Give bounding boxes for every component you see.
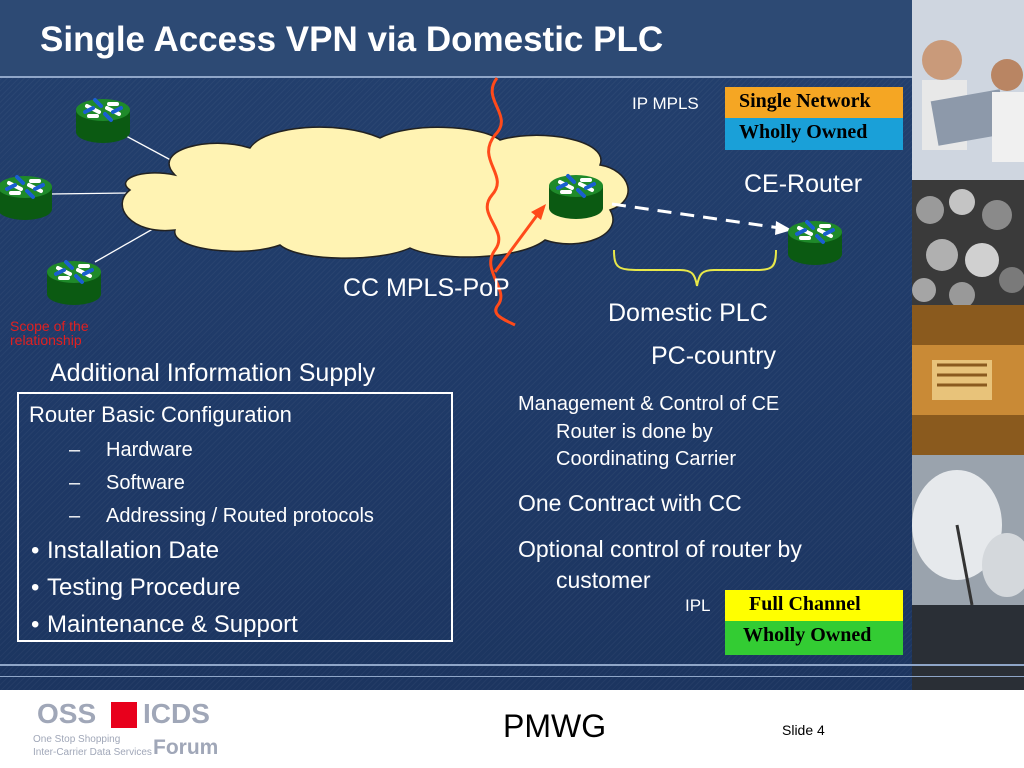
router-icon [45,259,103,307]
dashed-arrow-head [775,221,792,235]
info-heading: Additional Information Supply [50,359,376,387]
logo-forum: Forum [153,736,219,759]
ce-router-label: CE-Router [744,170,863,198]
wholly-owned-bottom-box: Wholly Owned [725,621,903,655]
slide-title: Single Access VPN via Domestic PLC [40,20,664,59]
logo-icds: ICDS [143,698,210,729]
router-icon [547,173,605,221]
oss-icds-logo: OSS ICDS One Stop Shopping Inter-Carrier… [33,698,233,762]
full-channel-box: Full Channel [725,590,903,621]
management-line2: Router is done by [556,421,713,443]
logo-red-square [111,702,137,728]
wholly-owned-top-box: Wholly Owned [725,118,903,150]
ip-mpls-label: IP MPLS [632,94,699,113]
single-network-box: Single Network [725,87,903,118]
management-line3: Coordinating Carrier [556,448,737,470]
bullet-item: Installation Date [47,537,220,564]
info-box: Router Basic Configuration – Hardware – … [17,392,453,642]
title-bar: Single Access VPN via Domestic PLC [0,0,912,78]
slide-number: Slide 4 [782,722,825,738]
domestic-plc-label: Domestic PLC [608,299,768,327]
ip-mpls-cloud [121,126,629,259]
router-icon [786,219,844,267]
bullet-dot: • [31,537,40,564]
ipl-label: IPL [685,596,711,615]
domestic-plc-brace [613,249,777,287]
scope-label: Scope of the relationship [10,318,89,348]
photo-people-laptop [912,0,1024,180]
logo-tagline2: Inter-Carrier Data Services [33,747,152,758]
dash-bullet: – [69,505,81,527]
optional-line2: customer [556,567,651,593]
divider [0,676,1024,677]
photo-connector [912,305,1024,455]
router-icon [0,174,54,222]
footer: OSS ICDS One Stop Shopping Inter-Carrier… [0,690,1024,768]
management-line1: Management & Control of CE [518,393,780,415]
cc-pop-label: CC MPLS-PoP [343,274,510,302]
photo-crowd [912,180,1024,305]
contract-note: One Contract with CC [518,490,742,516]
optional-line1: Optional control of router by [518,536,802,562]
dashed-link [611,202,781,230]
slide: Single Access VPN via Domestic PLC [0,0,1024,690]
logo-oss: OSS [37,698,97,729]
pc-country-label: PC-country [651,342,777,370]
sub-item: Addressing / Routed protocols [106,505,374,527]
sub-item: Hardware [106,439,193,461]
dash-bullet: – [69,439,81,461]
bullet-dot: • [31,574,40,601]
bullet-item: Testing Procedure [47,574,241,601]
dash-bullet: – [69,472,81,494]
sub-item: Software [106,472,185,494]
router-config-label: Router Basic Configuration [29,402,292,427]
footer-center-text: PMWG [503,708,607,744]
link-line [49,192,129,195]
network-diagram [0,77,844,327]
photo-collage [912,0,1024,690]
logo-tagline1: One Stop Shopping [33,734,121,745]
arrow-head [531,204,546,220]
photo-satellite-dishes [912,455,1024,690]
bullet-item: Maintenance & Support [47,611,298,638]
router-icon [74,97,132,145]
access-arrow [493,213,540,273]
bullet-dot: • [31,611,40,638]
divider [0,664,1024,666]
boundary-line [485,77,516,327]
